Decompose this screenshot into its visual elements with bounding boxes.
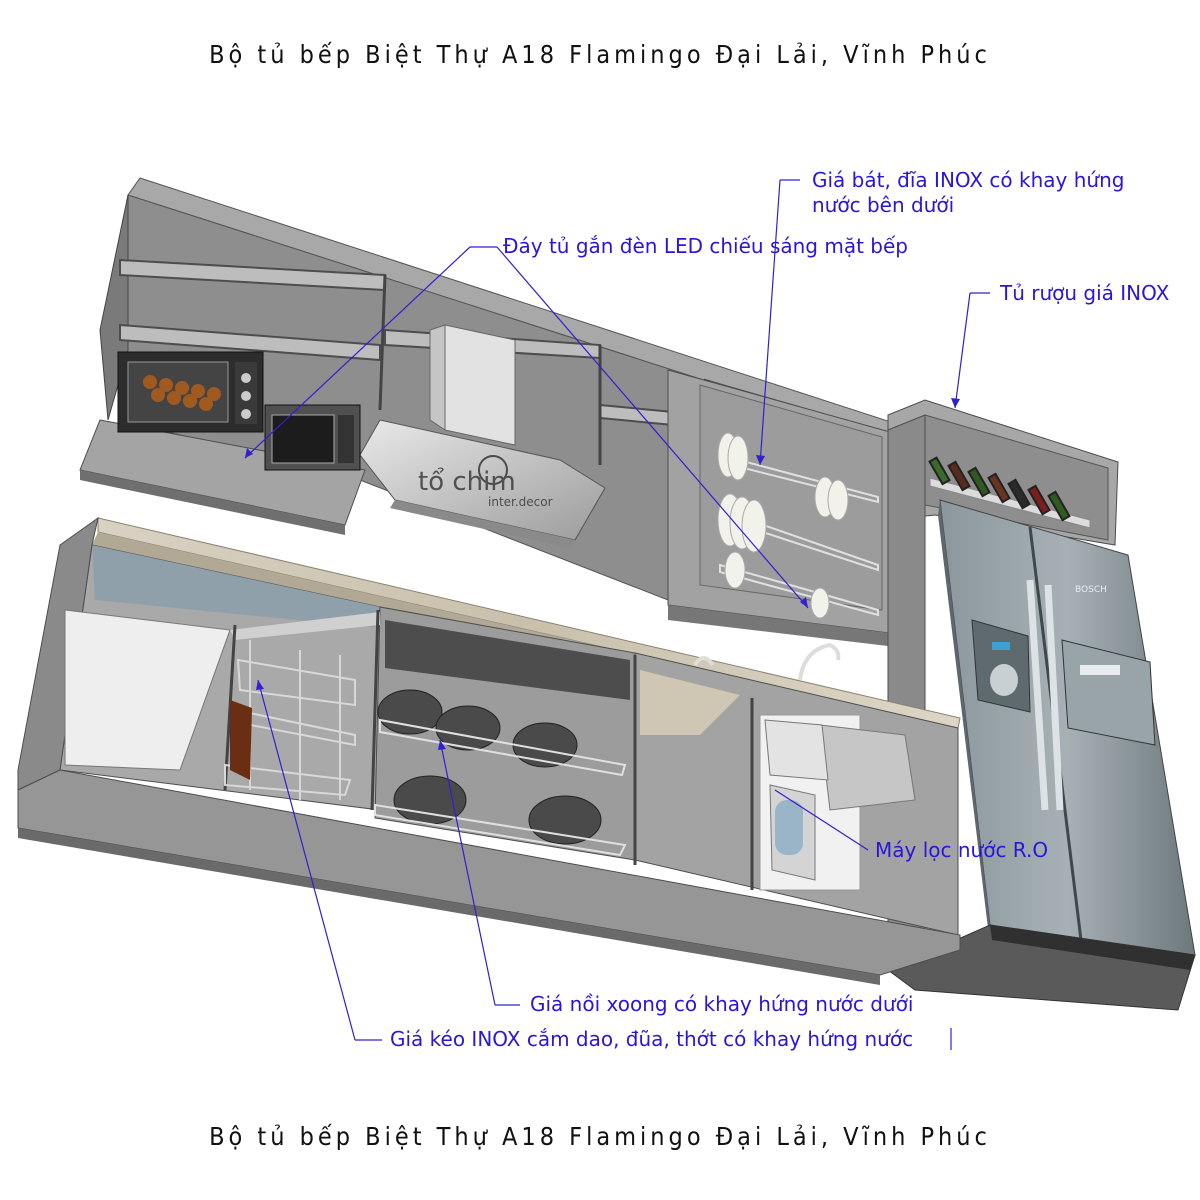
leader-lines [244,179,990,1050]
wine-rack [928,456,1091,529]
tall-cabinet: BOSCH [887,399,1196,1011]
callout-pot-rack: Giá nồi xoong có khay hứng nước dưới [530,992,914,1016]
watermark-sub: inter.decor [488,495,553,509]
title-bottom: Bộ tủ bếp Biệt Thự A18 Flamingo Đại Lải,… [209,1122,991,1151]
watermark-brand: tổ chim [418,466,516,497]
title-top: Bộ tủ bếp Biệt Thự A18 Flamingo Đại Lải,… [209,40,991,69]
callout-knife-rack: Giá kéo INOX cắm dao, đũa, thớt có khay … [390,1027,914,1051]
upper-cabinets [79,177,906,648]
fridge-brand-label: BOSCH [1075,585,1107,595]
leader-arrowheads [245,398,960,750]
watermark: tổ chim inter.decor [418,455,553,509]
callout-dish-rack-line2: nước bên dưới [812,193,955,217]
callout-ro: Máy lọc nước R.O [875,838,1049,862]
callout-led: Đáy tủ gắn đèn LED chiếu sáng mặt bếp [503,234,908,258]
pot-rack [374,689,627,857]
base-cabinets [17,516,961,985]
callout-wine: Tủ rượu giá INOX [1000,281,1170,305]
callout-dish-rack-line1: Giá bát, đĩa INOX có khay hứng [812,168,1125,192]
